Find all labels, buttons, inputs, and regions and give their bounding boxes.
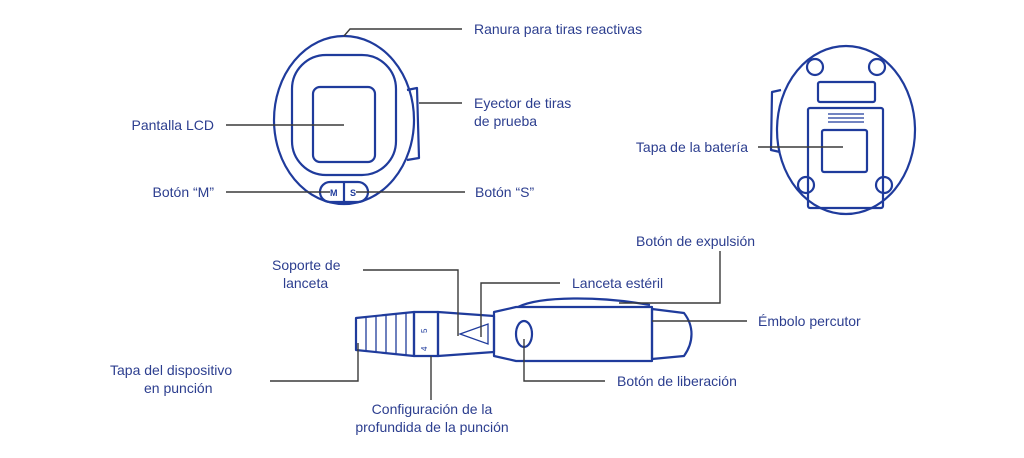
sterile-lancet	[458, 323, 489, 345]
label-lcd-screen: Pantalla LCD	[132, 117, 215, 133]
display-bezel	[290, 53, 398, 177]
leader-lines	[226, 28, 843, 400]
lancet-holder-section	[436, 310, 496, 358]
back-screw-top-right	[867, 57, 887, 77]
label-eject-button: Botón de expulsión	[636, 233, 755, 249]
s-key-label: S	[350, 188, 356, 198]
device-cap	[354, 310, 416, 358]
leader-device-cap	[270, 343, 359, 382]
battery-cover	[806, 106, 885, 210]
label-strip-ejector-line2: de prueba	[474, 113, 537, 129]
label-test-strip-slot: Ranura para tiras reactivas	[474, 21, 642, 37]
label-sterile-lancet: Lanceta estéril	[572, 275, 663, 291]
label-lancet-holder-line1: Soporte de	[272, 257, 341, 273]
glucometer-front-illustration: M S	[272, 34, 421, 206]
depth-number-5: 5	[420, 328, 429, 333]
label-strip-ejector-line1: Eyector de tiras	[474, 95, 571, 111]
label-battery-cover: Tapa de la batería	[636, 139, 748, 155]
back-label-area	[816, 80, 877, 104]
label-device-cap-line2: en punción	[144, 380, 213, 396]
back-side-tab	[769, 88, 782, 154]
strip-ejector-tab	[406, 86, 421, 162]
m-key-label: M	[330, 188, 338, 198]
label-m-button: Botón “M”	[153, 184, 215, 200]
glucometer-back-illustration	[769, 44, 917, 216]
label-lancet-holder-line2: lanceta	[283, 275, 328, 291]
lancing-device-illustration: 5 4	[354, 297, 693, 363]
label-s-button: Botón “S”	[475, 184, 534, 200]
glucometer-back-body	[775, 44, 917, 216]
back-screw-bottom-left	[796, 175, 816, 195]
leader-release-button	[523, 339, 605, 382]
depth-number-4: 4	[420, 346, 429, 351]
leader-test-strip-slot	[343, 28, 462, 37]
label-firing-plunger: Émbolo percutor	[758, 313, 861, 329]
glucometer-front-body	[272, 34, 416, 206]
leader-sterile-lancet	[480, 282, 560, 337]
firing-plunger	[650, 307, 693, 361]
leader-lancet-holder	[363, 269, 459, 336]
label-depth-setting-line2: profundida de la punción	[355, 419, 508, 435]
label-device-cap-line1: Tapa del dispositivo	[110, 362, 232, 378]
leader-eject-button	[619, 251, 721, 304]
battery-window	[820, 128, 869, 174]
label-release-button: Botón de liberación	[617, 373, 737, 389]
label-depth-setting-line1: Configuración de la	[372, 401, 493, 417]
device-main-body	[492, 305, 654, 363]
back-screw-top-left	[805, 57, 825, 77]
callout-labels: Ranura para tiras reactivas Eyector de t…	[110, 21, 861, 435]
